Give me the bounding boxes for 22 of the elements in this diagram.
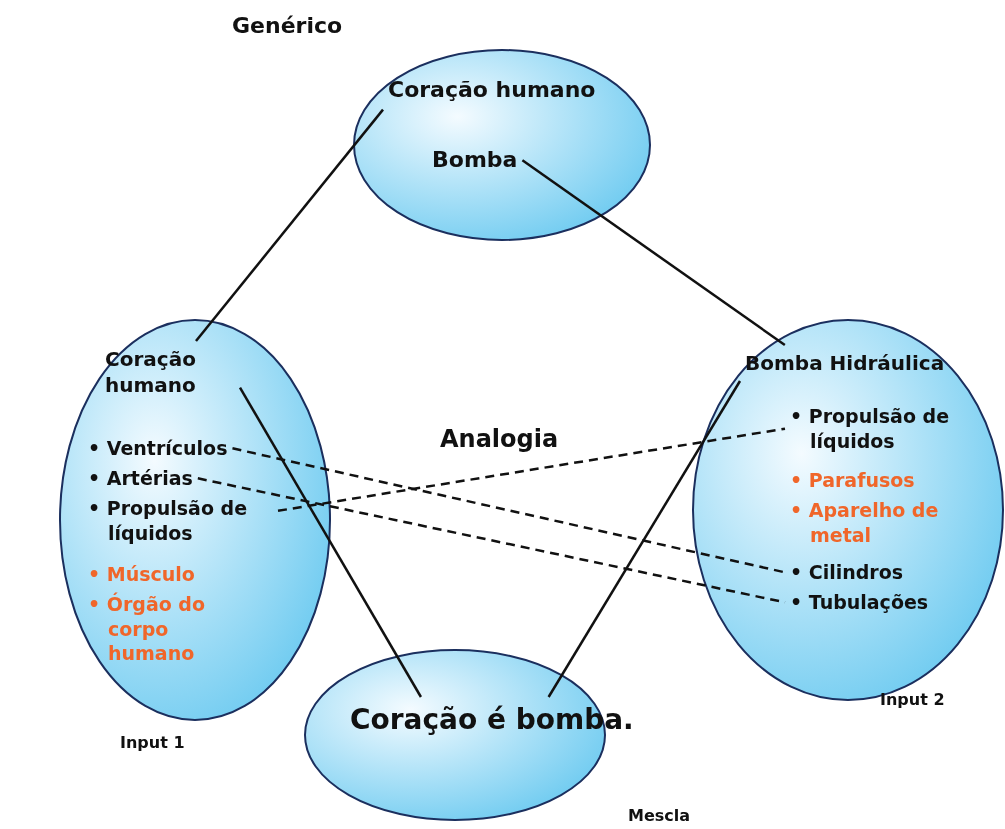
list-item: • Parafusos	[790, 468, 915, 493]
group-title: Input 2	[880, 690, 945, 711]
list-item: • Propulsão de líquidos	[790, 404, 985, 454]
relation-label: Analogia	[440, 424, 559, 455]
list-item: • Órgão do corpo humano	[88, 592, 258, 667]
group-title: Mescla	[628, 806, 691, 827]
concept-label: Coração humano	[388, 76, 596, 105]
list-item: • Músculo	[88, 562, 195, 587]
concept-label: Bomba	[432, 146, 518, 175]
dashed-connector	[232, 447, 786, 574]
group-title: Genérico	[232, 12, 343, 40]
list-item: • Ventrículos	[88, 436, 228, 461]
list-item: • Aparelho de metal	[790, 498, 980, 548]
group-title: Input 1	[120, 733, 185, 754]
connector-line	[195, 108, 384, 342]
list-item: • Cilindros	[790, 560, 904, 585]
list-item: • Propulsão de líquidos	[88, 496, 273, 546]
list-item: • Artérias	[88, 466, 193, 491]
dashed-connector	[277, 427, 786, 513]
connector-line	[547, 380, 742, 698]
list-item: • Tubulações	[790, 590, 929, 615]
connector-line	[238, 386, 422, 698]
